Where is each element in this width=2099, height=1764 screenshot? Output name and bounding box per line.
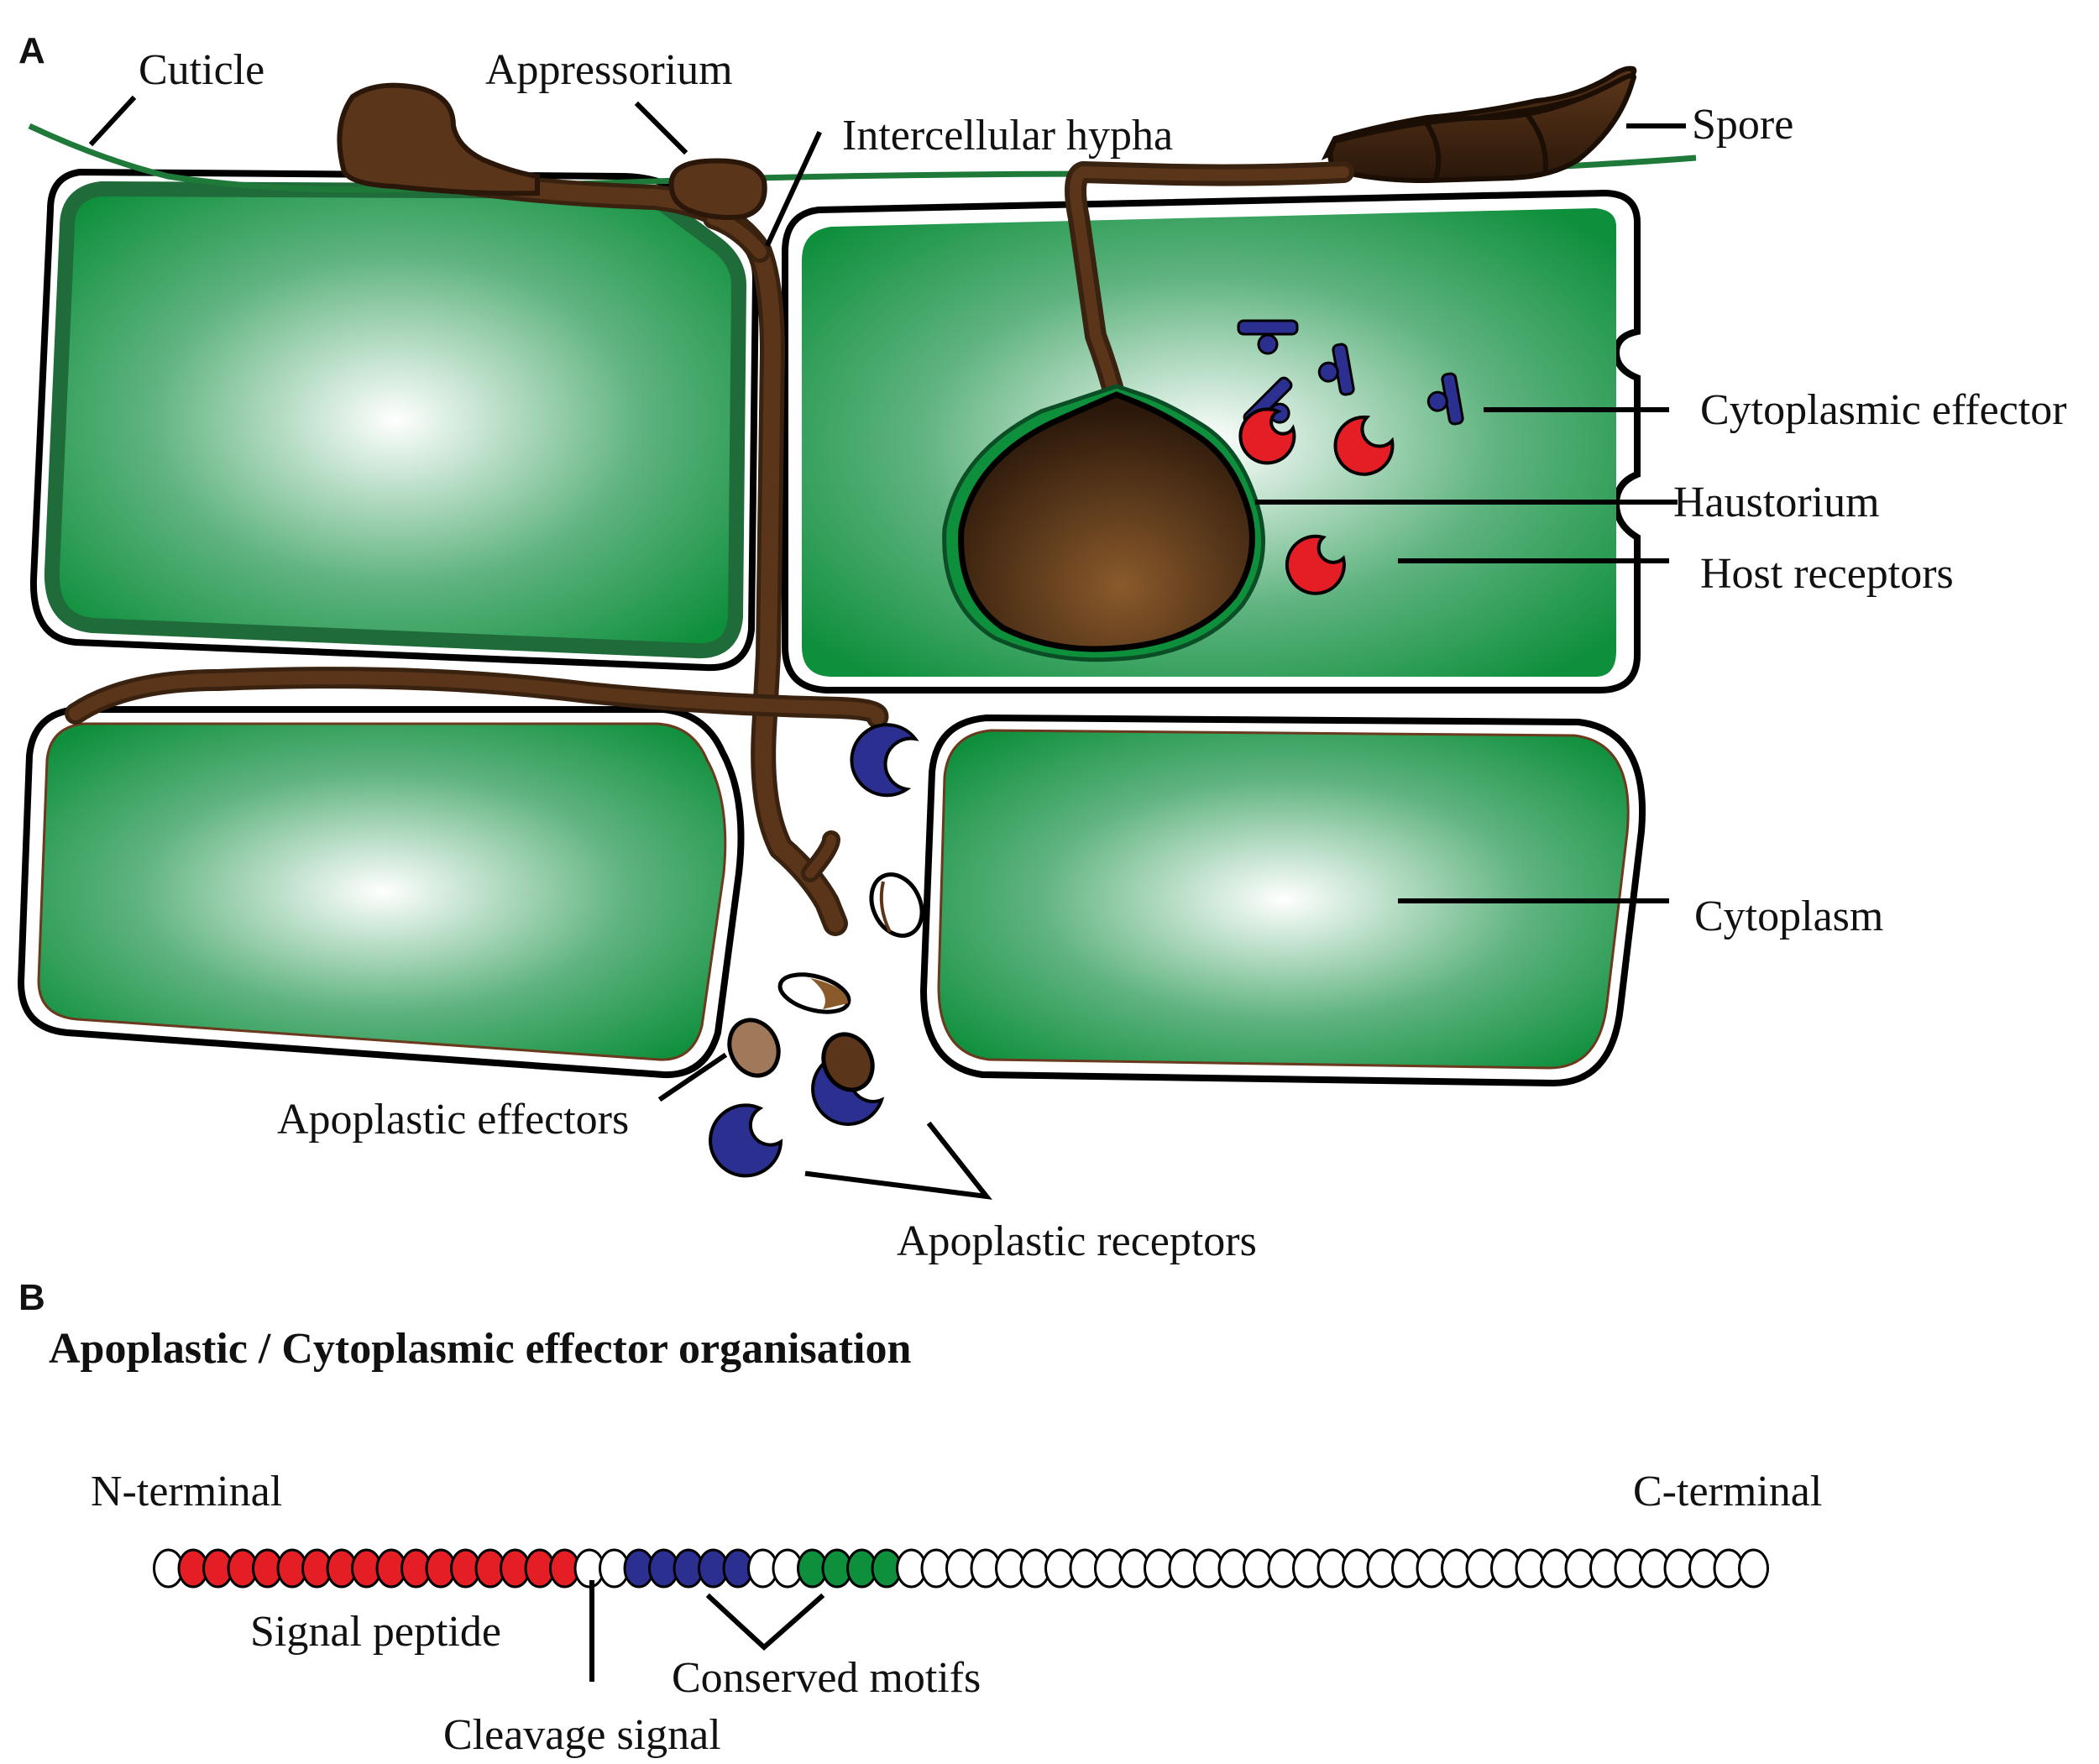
label-appressorium: Appressorium — [485, 46, 733, 94]
label-cytoplasm: Cytoplasm — [1694, 892, 1883, 940]
appressorium — [668, 158, 767, 220]
label-cleavage-signal: Cleavage signal — [443, 1711, 721, 1759]
residue — [1738, 1548, 1769, 1589]
haustorium — [942, 384, 1265, 662]
apoplastic-receptors — [709, 723, 919, 1178]
host-receptors — [1238, 407, 1395, 595]
panel-b-letter: B — [18, 1277, 45, 1318]
label-intercellular-hypha: Intercellular hypha — [842, 112, 1173, 160]
label-cuticle: Cuticle — [139, 46, 264, 94]
plant-cell-top-left — [29, 168, 760, 672]
cytoplasm-bottom-left — [37, 722, 727, 1061]
label-apoplastic-effectors: Apoplastic effectors — [277, 1096, 629, 1144]
cytoplasm-bottom-right — [937, 729, 1630, 1070]
cytoplasmic-effectors — [1237, 319, 1464, 427]
panel-a-letter: A — [18, 30, 45, 71]
label-conserved-motifs: Conserved motifs — [672, 1654, 981, 1702]
label-apoplastic-receptors: Apoplastic receptors — [897, 1217, 1257, 1265]
label-n-terminal: N-terminal — [91, 1468, 282, 1515]
protein-sequence — [153, 1548, 1769, 1589]
panel-b-title: Apoplastic / Cytoplasmic effector organi… — [49, 1325, 911, 1373]
plant-cell-bottom-left — [17, 706, 745, 1079]
label-signal-peptide: Signal peptide — [250, 1608, 501, 1656]
label-c-terminal: C-terminal — [1633, 1468, 1822, 1515]
spore — [1065, 65, 1637, 414]
label-haustorium: Haustorium — [1673, 479, 1880, 526]
cytoplasm-top-left — [44, 181, 747, 659]
label-spore: Spore — [1692, 101, 1793, 149]
intercellular-hypha — [65, 160, 889, 936]
motifs-leader — [705, 1593, 825, 1651]
label-host-receptors: Host receptors — [1700, 550, 1954, 598]
appressorium-left — [337, 82, 540, 196]
plant-cell-bottom-right — [919, 714, 1646, 1087]
leader-lines — [88, 95, 1686, 1200]
label-cytoplasmic-effector: Cytoplasmic effector — [1700, 386, 2067, 434]
apoplastic-effectors — [727, 872, 924, 1092]
